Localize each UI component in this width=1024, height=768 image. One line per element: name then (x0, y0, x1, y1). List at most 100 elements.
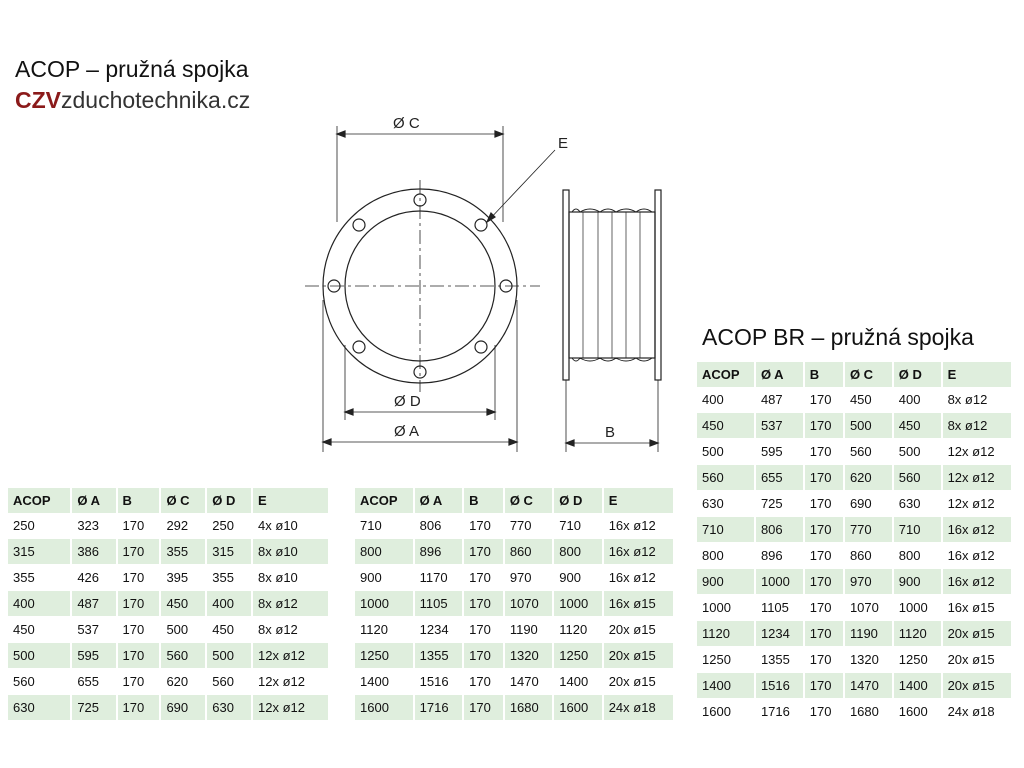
table-cell: 250 (8, 513, 73, 539)
col-header: Ø A (754, 362, 805, 387)
col-header: Ø D (206, 488, 254, 513)
table-cell: 20x ø15 (602, 642, 676, 669)
table-cell: 1516 (413, 668, 465, 695)
table-cell: 170 (116, 590, 162, 617)
table-cell: 16x ø12 (602, 513, 676, 539)
table-cell: 1320 (503, 642, 555, 669)
table-cell: 1355 (413, 642, 465, 669)
table-cell: 1234 (413, 616, 465, 643)
table-cell: 355 (160, 538, 208, 565)
col-header: B (803, 362, 845, 387)
table-cell: 560 (697, 464, 756, 491)
table-cell: 1070 (843, 594, 894, 621)
table-cell: 170 (803, 387, 845, 413)
table-cell: 1070 (503, 590, 555, 617)
table-cell: 1000 (892, 594, 943, 621)
table-cell: 1320 (843, 646, 894, 673)
table-cell: 426 (71, 564, 118, 591)
table-cell: 16x ø12 (941, 542, 1014, 569)
col-header: B (463, 488, 505, 513)
table-cell: 355 (206, 564, 254, 591)
table-cell: 710 (697, 516, 756, 543)
table-cell: 620 (160, 668, 208, 695)
table-cell: 16x ø12 (941, 516, 1014, 543)
table-cell: 1190 (843, 620, 894, 647)
table-cell: 630 (697, 490, 756, 517)
table-cell: 8x ø10 (252, 538, 330, 565)
table-cell: 500 (160, 616, 208, 643)
table-cell: 170 (803, 490, 845, 517)
table-cell: 560 (8, 668, 73, 695)
table-cell: 170 (116, 668, 162, 695)
brand-bold: CZV (15, 87, 61, 113)
brand-logo: CZVzduchotechnika.cz (15, 87, 250, 114)
col-header: Ø C (503, 488, 555, 513)
col-header: E (941, 362, 1014, 387)
table-cell: 770 (843, 516, 894, 543)
table-cell: 725 (754, 490, 805, 517)
table-cell: 170 (803, 672, 845, 699)
table-cell: 395 (160, 564, 208, 591)
table-cell: 900 (553, 564, 604, 591)
table-cell: 500 (843, 412, 894, 439)
table-cell: 1400 (355, 668, 415, 695)
table-cell: 450 (843, 387, 894, 413)
table-cell: 355 (8, 564, 73, 591)
table-cell: 537 (71, 616, 118, 643)
table-cell: 170 (803, 620, 845, 647)
table-cell: 170 (463, 642, 505, 669)
table-cell: 595 (754, 438, 805, 465)
table-cell: 1170 (413, 564, 465, 591)
table-cell: 560 (206, 668, 254, 695)
table-cell: 800 (892, 542, 943, 569)
table-cell: 12x ø12 (252, 694, 330, 721)
col-header: Ø C (843, 362, 894, 387)
table-cell: 1000 (754, 568, 805, 595)
table-cell: 12x ø12 (941, 490, 1014, 517)
table-cell: 24x ø18 (941, 698, 1014, 725)
table-cell: 20x ø15 (941, 620, 1014, 647)
table-header: ACOP Ø A B Ø C Ø D E (355, 488, 676, 513)
leader-e (486, 149, 556, 223)
table-cell: 8x ø12 (252, 590, 330, 617)
table-cell: 630 (892, 490, 943, 517)
table-cell: 1120 (553, 616, 604, 643)
table-cell: 170 (116, 513, 162, 539)
table-cell: 12x ø12 (252, 668, 330, 695)
table-cell: 1190 (503, 616, 555, 643)
table-cell: 500 (8, 642, 73, 669)
table-cell: 170 (463, 616, 505, 643)
table-cell: 323 (71, 513, 118, 539)
table-cell: 8x ø12 (941, 412, 1014, 439)
table-cell: 20x ø15 (602, 616, 676, 643)
table-cell: 1716 (413, 694, 465, 721)
table-cell: 1516 (754, 672, 805, 699)
table-cell: 170 (463, 513, 505, 539)
table-cell: 800 (697, 542, 756, 569)
col-header: E (252, 488, 330, 513)
page-title: ACOP – pružná spojka (15, 56, 249, 82)
table-cell: 725 (71, 694, 118, 721)
table-cell: 560 (160, 642, 208, 669)
table-cell: 1000 (553, 590, 604, 617)
table-cell: 710 (892, 516, 943, 543)
table-cell: 1470 (843, 672, 894, 699)
table-cell: 450 (8, 616, 73, 643)
brand-rest: zduchotechnika.cz (61, 87, 251, 113)
table-cell: 8x ø12 (252, 616, 330, 643)
table-cell: 1000 (355, 590, 415, 617)
